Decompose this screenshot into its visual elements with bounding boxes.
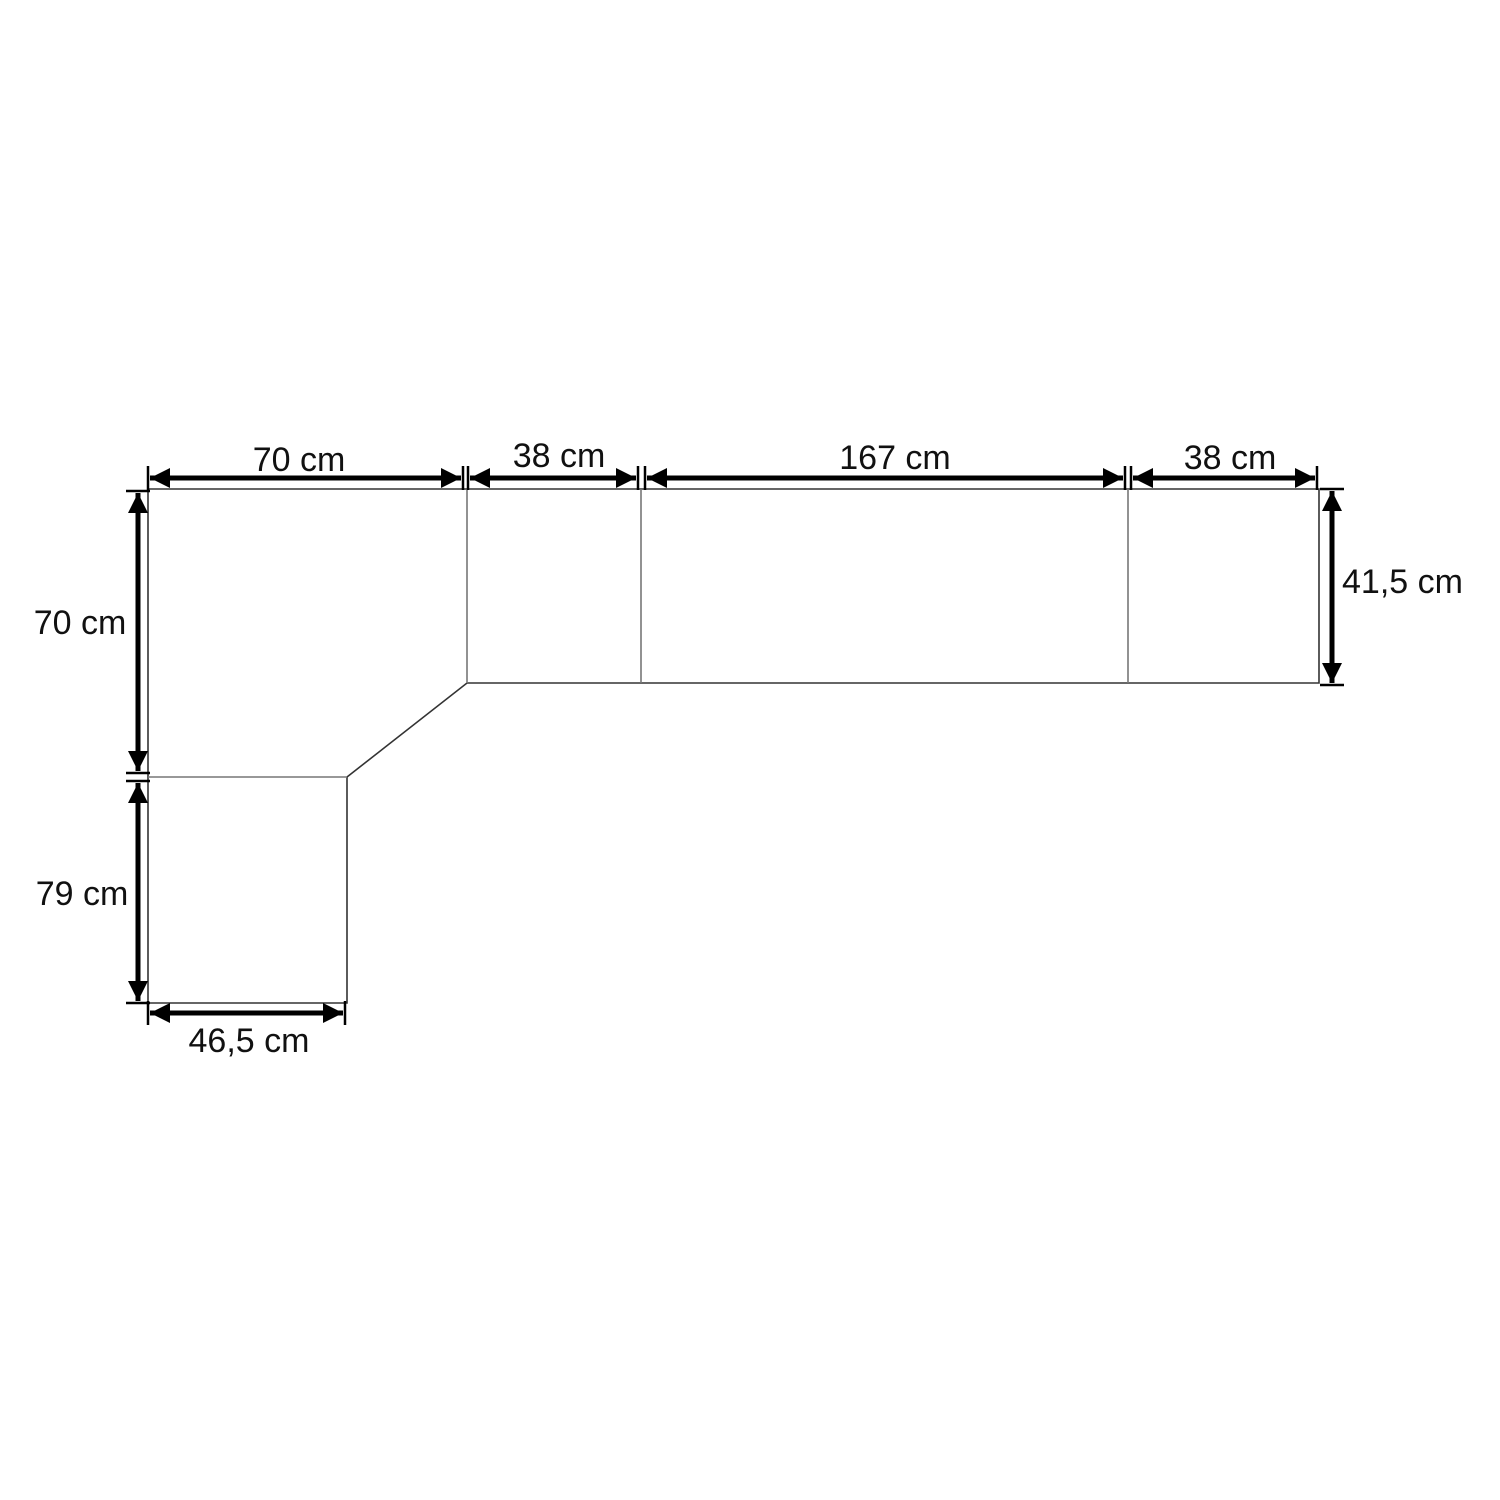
label-top-segment-4: 38 cm [1184, 439, 1277, 477]
label-left-upper: 70 cm [34, 604, 127, 642]
dimension-lines [126, 466, 1344, 1025]
label-top-segment-3: 167 cm [839, 439, 951, 477]
label-top-segment-2: 38 cm [513, 437, 606, 475]
furniture-outline [147, 488, 1320, 1004]
label-left-lower: 79 cm [36, 875, 129, 913]
label-right-depth: 41,5 cm [1342, 563, 1463, 601]
label-top-segment-1: 70 cm [253, 441, 346, 479]
label-bottom-width: 46,5 cm [189, 1022, 310, 1060]
